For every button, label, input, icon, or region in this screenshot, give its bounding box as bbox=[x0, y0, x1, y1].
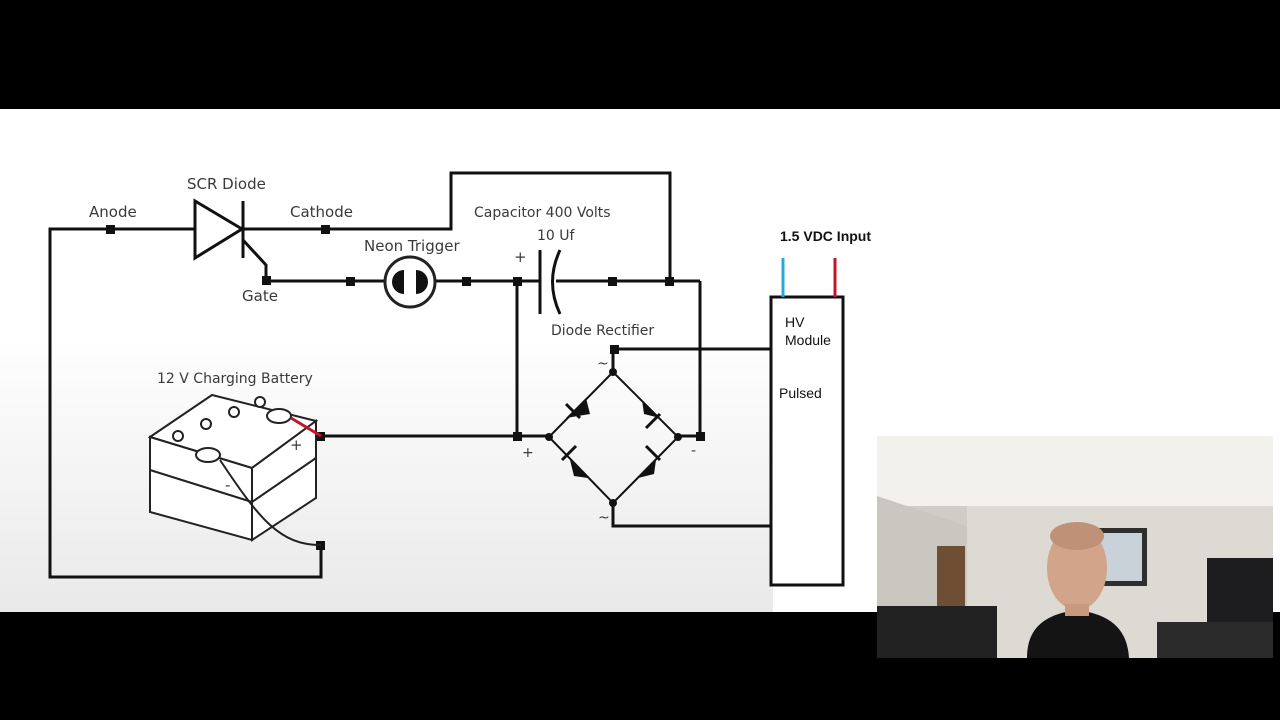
battery-positive-lead bbox=[290, 416, 322, 438]
label-bridge-plus: + bbox=[522, 445, 534, 461]
label-pulsed: Pulsed bbox=[779, 385, 822, 401]
capacitor-symbol bbox=[538, 249, 562, 315]
label-hv: HV bbox=[785, 314, 805, 330]
label-scr-diode: SCR Diode bbox=[187, 175, 266, 193]
hv-module-box bbox=[769, 295, 845, 587]
label-capacitor-value: 10 Uf bbox=[537, 228, 576, 244]
label-input: 1.5 VDC Input bbox=[780, 228, 871, 244]
wire-negative bbox=[680, 281, 702, 438]
label-anode: Anode bbox=[89, 203, 137, 221]
label-module: Module bbox=[785, 332, 831, 348]
wire-outer-loop bbox=[48, 227, 323, 579]
wire-junction-nodes bbox=[106, 225, 705, 550]
label-battery: 12 V Charging Battery bbox=[157, 371, 313, 387]
label-cathode: Cathode bbox=[290, 203, 353, 221]
label-capacitor-plus: + bbox=[514, 248, 527, 266]
label-bridge-ac-top: ~ bbox=[597, 356, 609, 372]
label-capacitor: Capacitor 400 Volts bbox=[474, 205, 611, 221]
label-diode-rectifier: Diode Rectifier bbox=[551, 323, 654, 339]
wire-ac-top bbox=[611, 347, 771, 372]
label-battery-minus: - bbox=[225, 476, 230, 494]
scr-diode-symbol bbox=[193, 198, 268, 281]
webcam-feed-image bbox=[877, 436, 1273, 658]
battery-drawing bbox=[147, 393, 322, 546]
webcam-overlay bbox=[877, 436, 1273, 658]
label-battery-plus: + bbox=[290, 436, 303, 454]
label-gate: Gate bbox=[242, 287, 278, 305]
bridge-rectifier-symbol bbox=[547, 370, 680, 505]
wire-cathode bbox=[243, 171, 672, 282]
label-bridge-ac-bottom: ~ bbox=[598, 510, 610, 526]
label-bridge-minus: - bbox=[691, 443, 696, 459]
label-neon-trigger: Neon Trigger bbox=[364, 237, 460, 255]
wire-ac-bottom bbox=[611, 503, 771, 528]
neon-trigger-symbol bbox=[383, 255, 437, 309]
